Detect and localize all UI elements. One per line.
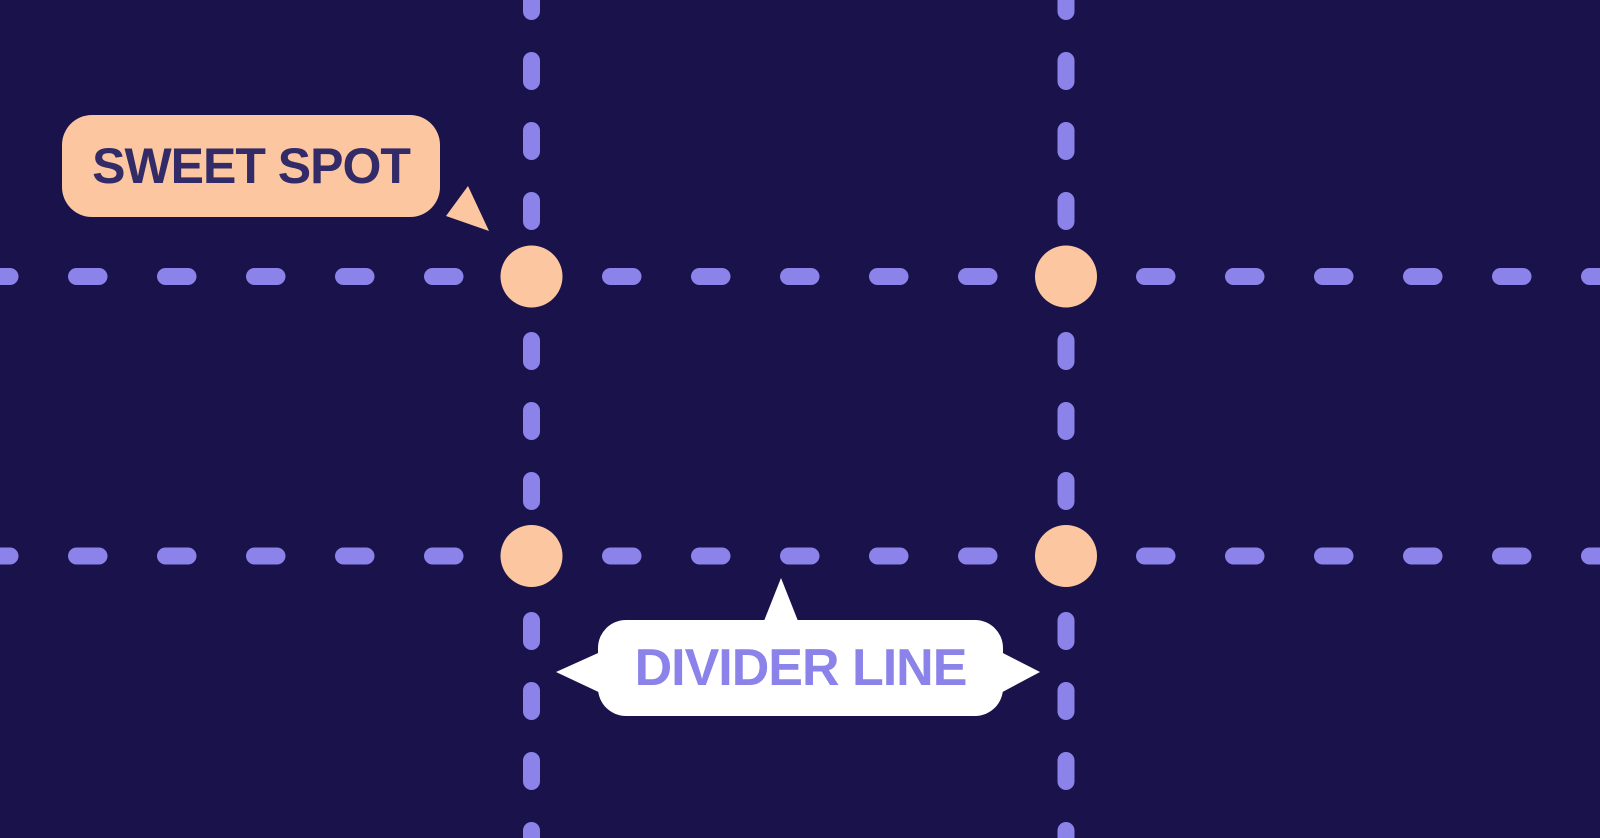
sweet-spot-callout: SWEET SPOT (62, 115, 440, 217)
divider-line-callout: DIVIDER LINE (598, 620, 1003, 716)
sweet-spot-dot-bottom-left (500, 525, 563, 587)
sweet-spot-callout-label: SWEET SPOT (92, 138, 411, 194)
divider-callout-arrow-right-icon (995, 649, 1040, 696)
sweet-spot-pointer-icon (446, 186, 489, 231)
divider-callout-arrow-up-icon (762, 578, 800, 626)
sweet-spot-dot-bottom-right (1035, 525, 1097, 587)
sweet-spot-dot-top-left (500, 245, 563, 308)
divider-callout-arrow-left-icon (556, 649, 607, 696)
divider-line-callout-label: DIVIDER LINE (634, 639, 968, 697)
sweet-spot-dot-top-right (1035, 245, 1097, 308)
